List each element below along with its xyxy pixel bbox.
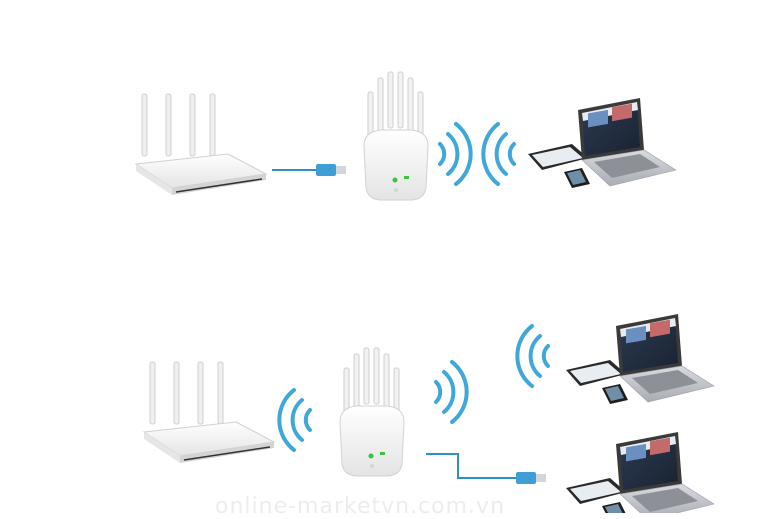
ethernet-cable-icon [426,453,546,484]
watermark-text: online-marketvn.com.vn [215,494,506,519]
laptop-icon [565,431,715,513]
ethernet-cable-icon [272,164,346,176]
router-icon [143,361,275,464]
wifi-signal-icon [434,360,469,424]
repeater-icon [363,71,429,201]
bottom-row [143,313,715,513]
repeater-icon [339,347,405,477]
laptop-icon [527,97,677,189]
wifi-signal-icon [515,324,550,388]
wifi-signal-icon [481,122,516,186]
top-row [135,71,677,201]
wifi-signal-icon [438,122,473,186]
wifi-signal-icon [277,388,312,452]
laptop-icon [565,313,715,405]
router-icon [135,93,267,196]
